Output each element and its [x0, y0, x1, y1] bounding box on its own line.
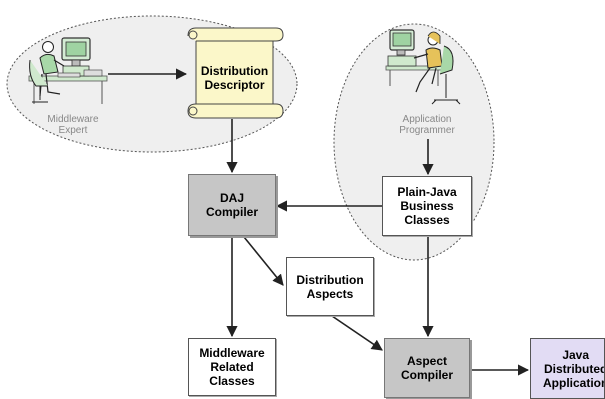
distribution-aspects-box: Distribution Aspects [286, 257, 374, 316]
aspect-compiler-label: Aspect Compiler [400, 354, 453, 382]
descriptor-icon [187, 27, 284, 119]
expert-icon [28, 37, 108, 104]
daj-compiler-box: DAJ Compiler [188, 174, 276, 236]
plain-java-box: Plain-Java Business Classes [382, 176, 472, 236]
arrow-daj-to-aspects [243, 236, 284, 286]
plain-java-label: Plain-Java Business Classes [397, 185, 457, 227]
aspect-compiler-box: Aspect Compiler [384, 338, 470, 398]
middleware-classes-label: Middleware Related Classes [199, 346, 265, 388]
daj-compiler-label: DAJ Compiler [205, 191, 258, 219]
arrow-aspects-to-aspectcompiler [331, 315, 383, 351]
java-distributed-label: Java Distributed Application [543, 347, 605, 390]
programmer-icon [385, 29, 461, 105]
middleware-classes-box: Middleware Related Classes [188, 338, 276, 396]
java-distributed-box: Java Distributed Application [530, 338, 605, 399]
distribution-descriptor-label: Distribution Descriptor [200, 64, 269, 92]
middleware-expert-label: Middleware Expert [47, 114, 99, 136]
distribution-aspects-label: Distribution Aspects [296, 272, 364, 301]
application-programmer-label: Application Programmer [399, 114, 455, 136]
